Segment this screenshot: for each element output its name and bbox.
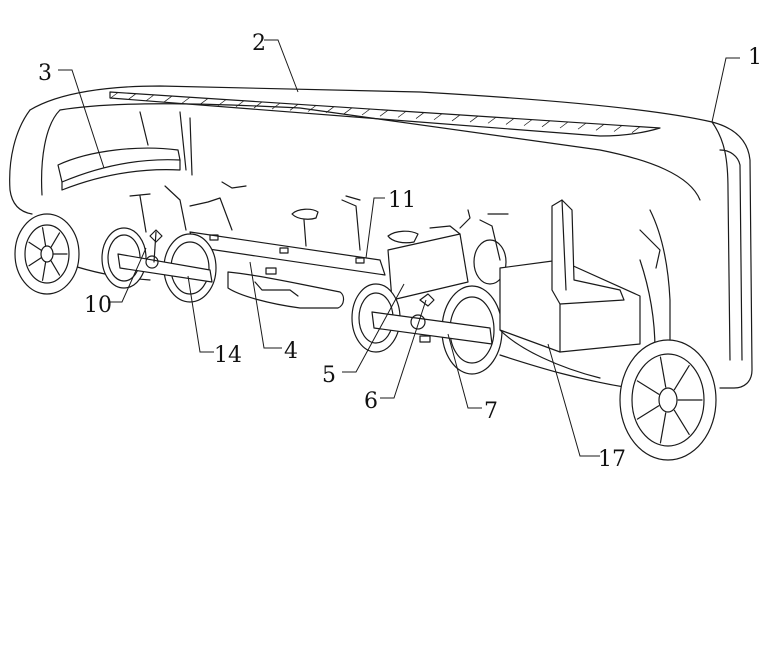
label-14: 14: [214, 343, 242, 368]
label-6: 6: [364, 389, 378, 414]
label-4: 4: [284, 339, 298, 364]
driver-seat-box: [499, 199, 661, 379]
label-17: 17: [598, 447, 626, 472]
rear-wheel: [14, 213, 80, 295]
leader-lines: [58, 39, 740, 457]
label-11: 11: [388, 188, 416, 213]
background-bikes: [129, 181, 509, 285]
floor-track: [189, 231, 386, 309]
reference-numerals: 1 2 3 11 10 14 4 5 6 7 17: [38, 31, 762, 472]
label-1: 1: [748, 45, 762, 70]
label-10: 10: [84, 293, 112, 318]
rear-bench: [57, 111, 193, 191]
roof-solar-panel: [109, 91, 661, 137]
label-7: 7: [484, 399, 498, 424]
front-wheel: [619, 339, 717, 461]
label-3: 3: [38, 61, 52, 86]
bus-body: [9, 85, 753, 389]
label-5: 5: [322, 363, 336, 388]
right-bike: [351, 209, 503, 375]
label-2: 2: [252, 31, 266, 56]
left-bike: [101, 227, 217, 303]
